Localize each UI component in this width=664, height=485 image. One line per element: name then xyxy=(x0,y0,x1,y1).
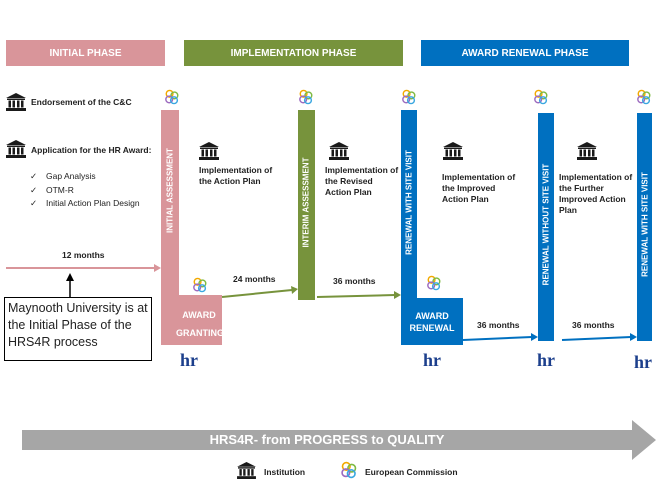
progress-to-quality-banner: HRS4R- from PROGRESS to QUALITY xyxy=(209,432,445,447)
impl-revised-label: Implementation of the Revised Action Pla… xyxy=(325,165,399,197)
application-label: Application for the HR Award: xyxy=(31,145,152,155)
legend-commission-label: European Commission xyxy=(365,467,458,477)
award-renewal-phase-header: AWARD RENEWAL PHASE xyxy=(421,40,629,66)
hr-logo: hr xyxy=(180,350,198,370)
implementation-phase-header: IMPLEMENTATION PHASE xyxy=(184,40,403,66)
renewal-with-site-visit-bar xyxy=(401,110,417,298)
arrow-36-months-c xyxy=(561,336,632,341)
arrow-36-months-a xyxy=(316,294,396,298)
arrow-24-months xyxy=(221,289,293,298)
months-12-label: 12 months xyxy=(62,250,105,260)
list-item: ✓Gap Analysis xyxy=(30,171,96,181)
status-callout: Maynooth University is at the Initial Ph… xyxy=(4,297,152,361)
renewal-without-site-visit-bar xyxy=(538,113,554,341)
impl-further-label: Implementation of the Further Improved A… xyxy=(559,172,633,215)
award-renewal-box xyxy=(401,298,463,345)
hr-logo: hr xyxy=(634,352,652,372)
big-progress-arrow xyxy=(22,420,656,460)
hr-logo: hr xyxy=(423,350,441,370)
months-36b-label: 36 months xyxy=(477,320,520,330)
award-renewal-label: AWARD RENEWAL xyxy=(409,311,455,333)
months-24-label: 24 months xyxy=(233,274,276,284)
months-36a-label: 36 months xyxy=(333,276,376,286)
interim-assessment-bar xyxy=(298,110,315,300)
hr-logo: hr xyxy=(537,350,555,370)
initial-assessment-bar xyxy=(161,110,179,295)
impl-improved-label: Implementation of the Improved Action Pl… xyxy=(442,172,516,204)
impl-action-plan-label: Implementation of the Action Plan xyxy=(199,165,273,186)
application-list: ✓Gap Analysis ✓OTM-R ✓Initial Action Pla… xyxy=(30,170,140,211)
list-item: ✓Initial Action Plan Design xyxy=(30,198,140,208)
award-granting-box xyxy=(161,295,222,345)
arrow-36-months-b xyxy=(462,336,533,341)
award-granting-label: AWARD GRANTING xyxy=(176,310,224,338)
european-commission-icon xyxy=(340,461,358,479)
months-36c-label: 36 months xyxy=(572,320,615,330)
initial-phase-header: INITIAL PHASE xyxy=(6,40,165,66)
institution-icon xyxy=(237,462,256,479)
renewal-with-site-visit-bar-2 xyxy=(637,113,652,341)
list-item: ✓OTM-R xyxy=(30,184,74,195)
endorsement-label: Endorsement of the C&C xyxy=(31,97,132,107)
legend-institution-label: Institution xyxy=(264,467,306,477)
